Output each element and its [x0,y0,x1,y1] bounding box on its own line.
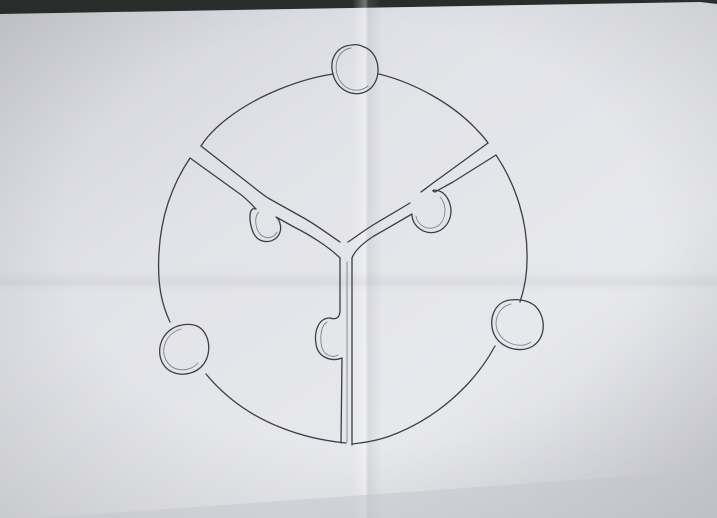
horizontal-fold-crease [0,270,717,296]
